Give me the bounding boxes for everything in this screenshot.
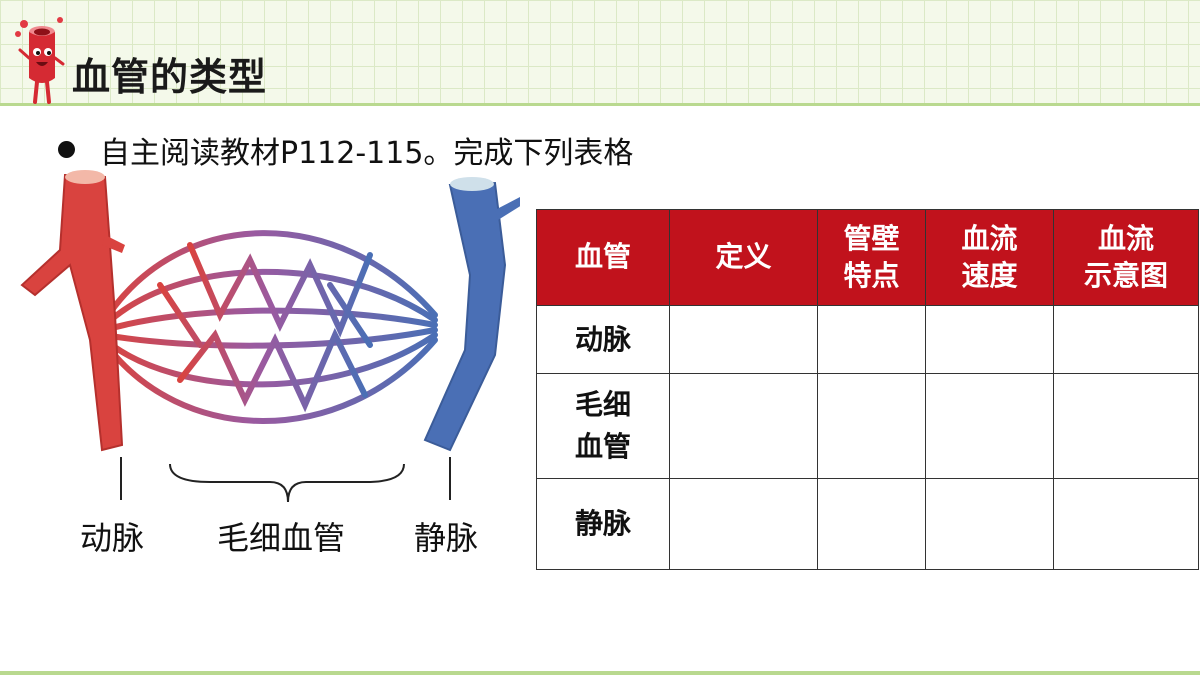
table-cell[interactable] [1053, 305, 1199, 374]
vessel-comparison-table: 血管 定义 管壁特点 血流速度 血流示意图 动脉 毛细血管 静脉 [536, 209, 1199, 570]
table-cell[interactable] [669, 478, 818, 570]
blood-vessel-mascot-icon [15, 17, 65, 104]
table-cell[interactable] [925, 305, 1054, 374]
table-cell[interactable] [817, 478, 926, 570]
table-header-row: 血管 定义 管壁特点 血流速度 血流示意图 [536, 209, 1199, 306]
row-header-capillary: 毛细血管 [536, 373, 670, 479]
header-wall-features: 管壁特点 [817, 209, 926, 306]
label-vein: 静脉 [414, 519, 479, 557]
table-cell[interactable] [925, 478, 1054, 570]
header-divider [0, 103, 1200, 106]
capillary-network [102, 230, 438, 424]
header-flow-speed: 血流速度 [925, 209, 1054, 306]
bullet-dot-icon [58, 141, 75, 158]
label-capillary: 毛细血管 [217, 519, 346, 557]
table-row: 毛细血管 [536, 373, 1199, 479]
header-vessel: 血管 [536, 209, 670, 306]
slide-header-grid [0, 0, 1200, 104]
table-cell[interactable] [925, 373, 1054, 479]
label-artery: 动脉 [80, 519, 145, 557]
row-header-vein: 静脉 [536, 478, 670, 570]
header-flow-diagram: 血流示意图 [1053, 209, 1199, 306]
table-cell[interactable] [1053, 373, 1199, 479]
table-cell[interactable] [1053, 478, 1199, 570]
bullet-instruction: 自主阅读教材P112-115。完成下列表格 [100, 136, 634, 171]
table-cell[interactable] [817, 373, 926, 479]
diagram-label-markers [120, 457, 451, 503]
slide-title: 血管的类型 [72, 55, 268, 99]
table-cell[interactable] [669, 373, 818, 479]
row-header-artery: 动脉 [536, 305, 670, 374]
table-row: 静脉 [536, 478, 1199, 570]
header-definition: 定义 [669, 209, 818, 306]
blood-vessel-diagram [20, 170, 520, 452]
artery-shape [20, 173, 124, 452]
table-cell[interactable] [669, 305, 818, 374]
footer-divider [0, 671, 1200, 675]
table-cell[interactable] [817, 305, 926, 374]
table-row: 动脉 [536, 305, 1199, 374]
